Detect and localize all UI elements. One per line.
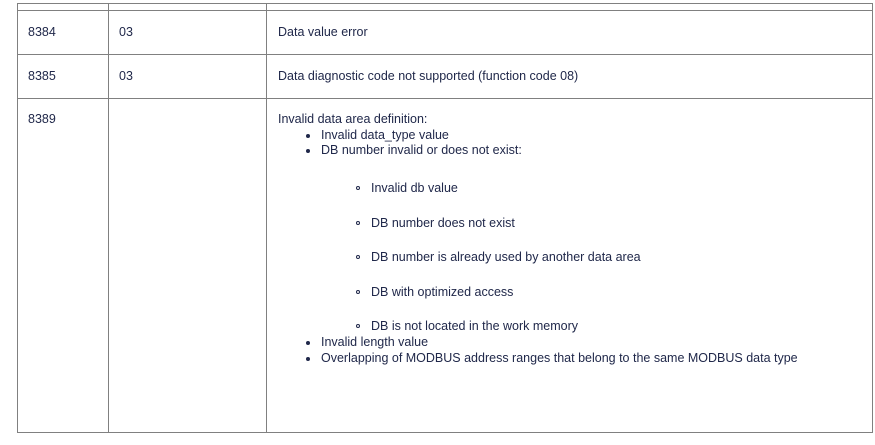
cell-code-pad: 8384 [18, 11, 108, 41]
list-item-label: Invalid db value [371, 180, 458, 195]
cell-function-code [108, 3, 267, 11]
cell-code: 8385 [17, 54, 109, 99]
error-code-value: 8385 [28, 69, 56, 83]
function-code-value: 03 [119, 69, 133, 83]
list-item-label: DB number does not exist [371, 215, 515, 230]
error-code-value: 8389 [28, 112, 56, 126]
cell-function-code-pad: 03 [109, 55, 266, 85]
bullet-circle-icon [356, 255, 360, 260]
table-row: 8384 03 Data value error [17, 10, 873, 55]
function-code-value: 03 [119, 25, 133, 39]
table-row: 8389 Invalid data area definition: [17, 98, 873, 433]
description-text: Data value error [278, 25, 368, 39]
error-code-table: 8384 03 Data value error [17, 3, 873, 433]
list-item: DB number is already used by another dat… [356, 250, 872, 266]
cell-description-pad: Data value error [267, 11, 872, 41]
cell-function-code-pad: 03 [109, 11, 266, 41]
list-item: Invalid length value [306, 335, 872, 351]
list-item: Invalid data_type value [306, 128, 872, 144]
list-item: DB number invalid or does not exist: Inv… [306, 143, 872, 335]
bullet-disc-icon [306, 133, 310, 138]
cell-description: Invalid data area definition: Invalid da… [266, 98, 873, 433]
bullet-disc-icon [306, 356, 310, 361]
bullet-circle-icon [356, 289, 360, 294]
cell-function-code: 03 [108, 54, 267, 99]
cell-code: 8389 [17, 98, 109, 433]
cell-function-code [108, 98, 267, 433]
list-item-label: Overlapping of MODBUS address ranges tha… [321, 350, 798, 365]
bullet-disc-icon [306, 149, 310, 154]
description-text: Data diagnostic code not supported (func… [278, 69, 579, 83]
bullet-circle-icon [356, 185, 360, 190]
list-item-label: DB number is already used by another dat… [371, 250, 641, 265]
cell-description: Data value error [266, 10, 873, 55]
bullet-circle-icon [356, 220, 360, 225]
bullet-disc-icon [306, 341, 310, 345]
error-code-value: 8384 [28, 25, 56, 39]
nested-bullet-list: Invalid db value DB number does not exis… [321, 181, 872, 335]
list-item: DB with optimized access [356, 285, 872, 301]
list-item-label: Invalid data_type value [321, 127, 449, 142]
cell-description-pad: Invalid data area definition: Invalid da… [267, 99, 872, 366]
list-item: DB number does not exist [356, 216, 872, 232]
list-item-label: DB is not located in the work memory [371, 319, 579, 334]
table-row-clipped [17, 3, 873, 11]
table-body: 8384 03 Data value error [17, 3, 873, 433]
bullet-circle-icon [356, 324, 360, 329]
cell-code-pad: 8385 [18, 55, 108, 85]
cell-function-code-pad [109, 99, 266, 112]
description-text: Invalid data area definition: [278, 112, 428, 126]
table-row: 8385 03 Data diagnostic code not support… [17, 54, 873, 99]
description-bullet-list: Invalid data_type value DB number invali… [278, 128, 872, 367]
list-item-label: Invalid length value [321, 335, 429, 349]
cell-function-code: 03 [108, 10, 267, 55]
list-item: Overlapping of MODBUS address ranges tha… [306, 351, 872, 367]
cell-code: 8384 [17, 10, 109, 55]
cell-description [266, 3, 873, 11]
cell-code-pad: 8389 [18, 99, 108, 128]
cell-code [17, 3, 109, 11]
list-item: Invalid db value [356, 181, 872, 197]
list-item: DB is not located in the work memory [356, 319, 872, 335]
cell-description: Data diagnostic code not supported (func… [266, 54, 873, 99]
cell-description-pad: Data diagnostic code not supported (func… [267, 55, 872, 85]
list-item-label: DB number invalid or does not exist: [321, 143, 522, 158]
list-item-label: DB with optimized access [371, 284, 514, 299]
